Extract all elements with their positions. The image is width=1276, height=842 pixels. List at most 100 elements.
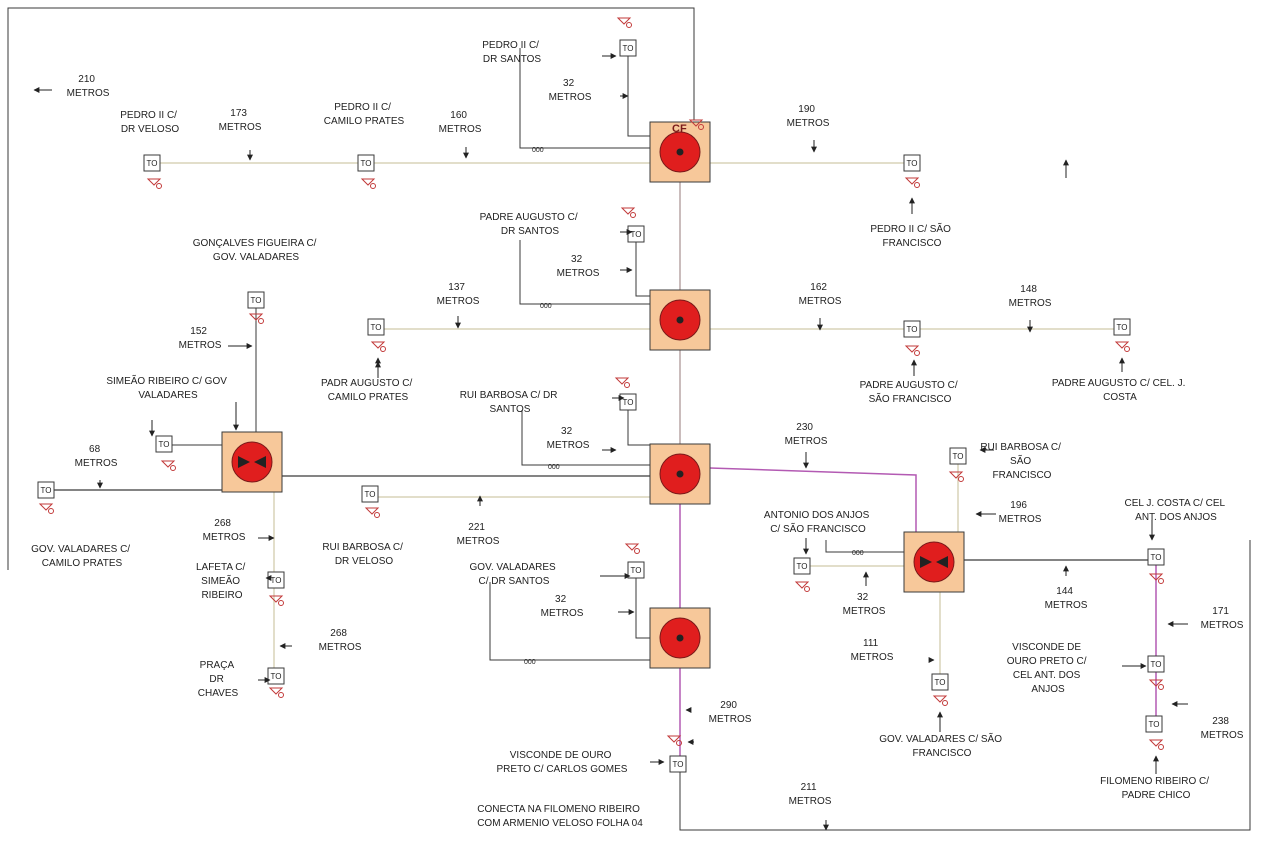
svg-text:TO: TO bbox=[365, 490, 376, 499]
street-label: RUI BARBOSA C/ DR SANTOS bbox=[460, 390, 561, 415]
street-label: ANTONIO DOS ANJOS C/ SÃO FRANCISCO bbox=[764, 510, 872, 535]
svg-text:CF: CF bbox=[672, 123, 687, 135]
to-box-icon[interactable]: TO bbox=[155, 435, 173, 453]
svg-text:TO: TO bbox=[631, 230, 642, 239]
street-label: PEDRO II C/ SÃO FRANCISCO bbox=[870, 222, 953, 249]
valve-icon bbox=[268, 687, 284, 698]
valve-icon bbox=[146, 178, 162, 189]
svg-text:TO: TO bbox=[1151, 553, 1162, 562]
connector-label: 000 bbox=[532, 147, 544, 154]
street-label: RUI BARBOSA C/ SÃO FRANCISCO bbox=[980, 442, 1063, 481]
connector-label: 000 bbox=[524, 659, 536, 666]
valve-icon bbox=[370, 341, 386, 352]
valve-icon bbox=[248, 313, 264, 324]
street-label: CEL J. COSTA C/ CEL ANT. DOS ANJOS bbox=[1125, 498, 1228, 523]
valve-icon bbox=[904, 345, 920, 356]
to-box-icon[interactable]: TO bbox=[247, 291, 265, 309]
connector-label: 000 bbox=[548, 464, 560, 471]
valve-icon bbox=[614, 377, 630, 388]
svg-text:TO: TO bbox=[1151, 660, 1162, 669]
distance-label: 221 METROS bbox=[457, 522, 500, 547]
street-label: PEDRO II C/ DR SANTOS bbox=[482, 40, 541, 65]
street-label: PADRE AUGUSTO C/ DR SANTOS bbox=[480, 212, 581, 237]
street-label: FILOMENO RIBEIRO C/ PADRE CHICO bbox=[1100, 776, 1212, 801]
to-box-icon[interactable]: TO bbox=[361, 485, 379, 503]
cf-node-icon[interactable] bbox=[649, 443, 711, 505]
distance-label: 268 METROS bbox=[203, 518, 246, 543]
to-box-icon[interactable]: TO bbox=[1147, 548, 1165, 566]
distance-label: 173 METROS bbox=[219, 108, 262, 133]
cf-node-icon[interactable] bbox=[649, 289, 711, 351]
street-label: GONÇALVES FIGUEIRA C/ GOV. VALADARES bbox=[193, 238, 320, 263]
distance-label: 211 METROS bbox=[789, 782, 832, 807]
to-box-icon[interactable]: TO bbox=[1147, 655, 1165, 673]
valve-icon bbox=[360, 178, 376, 189]
to-box-icon[interactable]: TO bbox=[903, 320, 921, 338]
valve-icon bbox=[1148, 573, 1164, 584]
valve-icon bbox=[688, 119, 704, 130]
svg-text:TO: TO bbox=[953, 452, 964, 461]
distance-labels: 210 METROS 173 METROS 160 METROS 32 METR… bbox=[67, 74, 1244, 807]
distance-label: 137 METROS bbox=[437, 282, 480, 307]
svg-text:TO: TO bbox=[271, 576, 282, 585]
distance-label: 148 METROS bbox=[1009, 284, 1052, 309]
svg-text:TO: TO bbox=[907, 325, 918, 334]
distance-label: 162 METROS bbox=[799, 282, 842, 307]
to-box-icon[interactable]: TO bbox=[619, 39, 637, 57]
distance-label: 32 METROS bbox=[541, 594, 584, 619]
to-box-icon[interactable]: TO bbox=[267, 571, 285, 589]
to-box-icon[interactable]: TO bbox=[357, 154, 375, 172]
to-box-icon[interactable]: TO bbox=[627, 225, 645, 243]
to-box-icon[interactable]: TO bbox=[619, 393, 637, 411]
arrows bbox=[33, 53, 1188, 831]
street-label: RUI BARBOSA C/ DR VELOSO bbox=[322, 542, 405, 567]
cf-node-icon[interactable] bbox=[649, 607, 711, 669]
to-box-icon[interactable]: TO bbox=[267, 667, 285, 685]
street-label: GOV. VALADARES C/ CAMILO PRATES bbox=[31, 544, 133, 569]
svg-text:TO: TO bbox=[623, 44, 634, 53]
valve-icon bbox=[160, 460, 176, 471]
street-labels: PEDRO II C/ DR SANTOS PEDRO II C/ DR VEL… bbox=[31, 40, 1228, 829]
valve-icon bbox=[794, 581, 810, 592]
distance-label: 32 METROS bbox=[547, 426, 590, 451]
to-box-icon[interactable]: TO bbox=[793, 557, 811, 575]
distance-label: 32 METROS bbox=[843, 592, 886, 617]
valve-icon bbox=[620, 207, 636, 218]
to-box-icon[interactable]: TO bbox=[627, 561, 645, 579]
svg-text:TO: TO bbox=[271, 672, 282, 681]
street-label: PADR AUGUSTO C/ CAMILO PRATES bbox=[321, 378, 415, 403]
to-box-icon[interactable]: TO bbox=[367, 318, 385, 336]
to-box-icon[interactable]: TO bbox=[37, 481, 55, 499]
valve-icon bbox=[268, 595, 284, 606]
street-label: SIMEÃO RIBEIRO C/ GOV VALADARES bbox=[106, 374, 229, 401]
cf-node-icon[interactable]: CF bbox=[649, 121, 711, 183]
distance-label: 32 METROS bbox=[557, 254, 600, 279]
svg-text:TO: TO bbox=[159, 440, 170, 449]
cf-node-icon[interactable] bbox=[221, 431, 283, 493]
cf-nodes: CF bbox=[221, 121, 965, 669]
cf-node-icon[interactable] bbox=[903, 531, 965, 593]
distance-label: 111 METROS bbox=[851, 638, 894, 663]
svg-text:TO: TO bbox=[673, 760, 684, 769]
street-label: PADRE AUGUSTO C/ CEL. J. COSTA bbox=[1052, 378, 1188, 403]
street-label: GOV. VALADARES C/ DR SANTOS bbox=[470, 562, 559, 587]
to-box-icon[interactable]: TO bbox=[669, 755, 687, 773]
distance-label: 152 METROS bbox=[179, 326, 222, 351]
to-box-icon[interactable]: TO bbox=[931, 673, 949, 691]
distance-label: 171 METROS bbox=[1201, 606, 1244, 631]
svg-text:TO: TO bbox=[935, 678, 946, 687]
valve-icon bbox=[38, 503, 54, 514]
to-box-icon[interactable]: TO bbox=[143, 154, 161, 172]
distance-label: 190 METROS bbox=[787, 104, 830, 129]
valve-icon bbox=[904, 177, 920, 188]
to-box-icon[interactable]: TO bbox=[1145, 715, 1163, 733]
to-box-icon[interactable]: TO bbox=[949, 447, 967, 465]
to-box-icon[interactable]: TO bbox=[1113, 318, 1131, 336]
svg-text:TO: TO bbox=[1149, 720, 1160, 729]
svg-text:TO: TO bbox=[371, 323, 382, 332]
to-box-icon[interactable]: TO bbox=[903, 154, 921, 172]
distance-label: 144 METROS bbox=[1045, 586, 1088, 611]
valve-icon bbox=[1114, 341, 1130, 352]
